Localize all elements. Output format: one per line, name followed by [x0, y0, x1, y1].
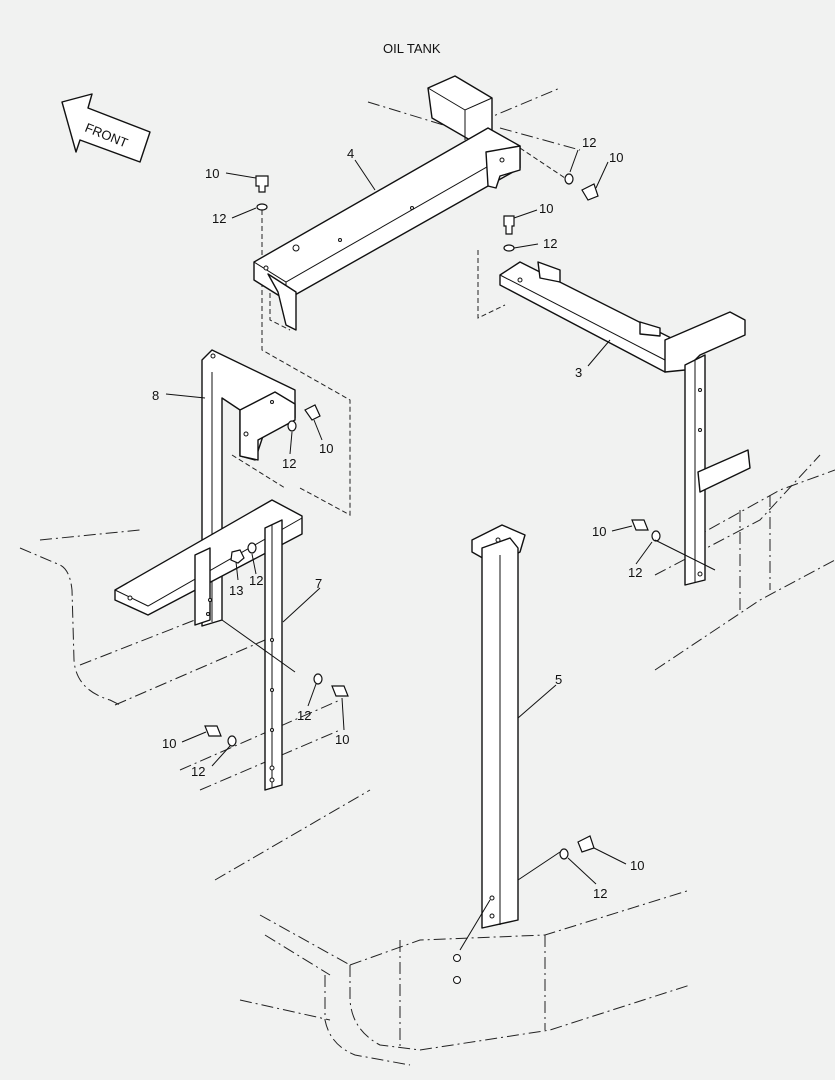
part-7-lower-bracket [114, 499, 303, 791]
washer-icon [227, 735, 237, 747]
callout-labels: 10 12 4 12 10 10 12 3 8 10 12 10 12 13 1… [152, 135, 644, 901]
callout-13: 13 [229, 583, 243, 598]
part-3-right-beam [499, 261, 751, 586]
bolt-icon [304, 404, 321, 421]
part-4-upper-beam [253, 127, 521, 331]
bolt-icon [255, 175, 269, 193]
callout-10: 10 [630, 858, 644, 873]
callout-10: 10 [592, 524, 606, 539]
callout-12: 12 [191, 764, 205, 779]
callout-12: 12 [297, 708, 311, 723]
diagram-title: OIL TANK [383, 41, 441, 56]
washer-icon [256, 203, 268, 211]
washer-icon [503, 244, 515, 252]
callout-10: 10 [162, 736, 176, 751]
bolt-icon [503, 215, 515, 235]
washer-icon [559, 848, 569, 860]
washer-icon [651, 530, 661, 542]
callout-12: 12 [249, 573, 263, 588]
machine-frame-outline [19, 87, 835, 1066]
bolt-icon [331, 685, 349, 697]
callout-12: 12 [628, 565, 642, 580]
bolt-icon [577, 835, 595, 853]
callout-10: 10 [609, 150, 623, 165]
callout-12: 12 [582, 135, 596, 150]
callout-5: 5 [555, 672, 562, 687]
callout-10: 10 [319, 441, 333, 456]
callout-10: 10 [335, 732, 349, 747]
oil-tank-bracket [427, 75, 493, 141]
washer-icon [313, 673, 323, 685]
washer-icon [287, 420, 297, 432]
bolt-icon [204, 725, 222, 737]
callout-8: 8 [152, 388, 159, 403]
leader-lines [165, 149, 716, 951]
part-5-vertical-post [453, 524, 526, 984]
callout-12: 12 [212, 211, 226, 226]
callout-10: 10 [205, 166, 219, 181]
callout-4: 4 [347, 146, 354, 161]
bolt-icon [581, 183, 599, 201]
callout-7: 7 [315, 576, 322, 591]
callout-3: 3 [575, 365, 582, 380]
assembly-guide-lines [231, 147, 566, 516]
washer-icon [247, 542, 257, 554]
front-arrow-icon: FRONT [61, 93, 151, 163]
callout-12: 12 [543, 236, 557, 251]
callout-12: 12 [282, 456, 296, 471]
nut-icon [230, 549, 245, 564]
bolt-icon [631, 519, 649, 531]
hardware-fasteners [204, 173, 661, 860]
callout-12: 12 [593, 886, 607, 901]
washer-icon [564, 173, 574, 185]
callout-10: 10 [539, 201, 553, 216]
